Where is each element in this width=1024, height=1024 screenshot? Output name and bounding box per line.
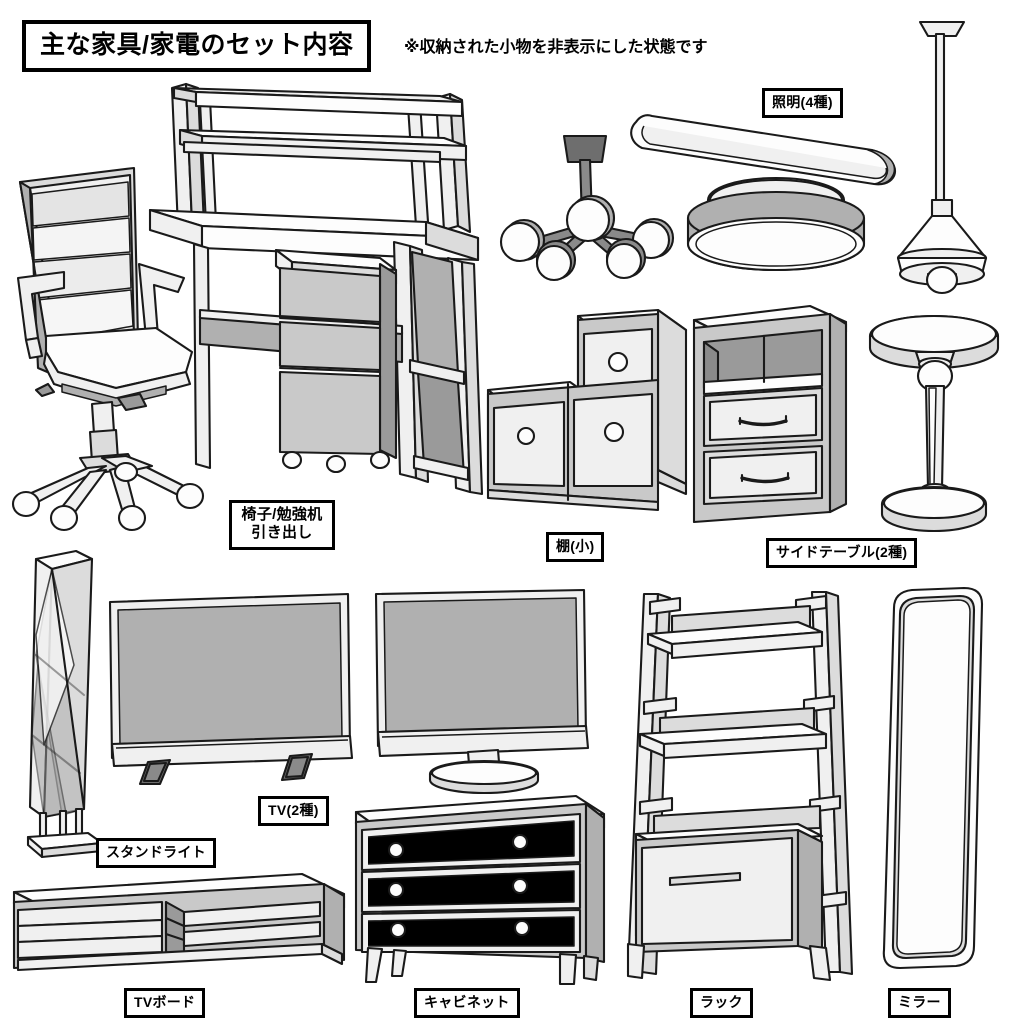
ball-chandelier-illustration <box>492 130 692 282</box>
label-tv-board: TVボード <box>124 988 206 1019</box>
study-desk-illustration <box>140 72 500 512</box>
tv-board-illustration <box>6 864 352 982</box>
label-tv: TV(2種) <box>258 796 329 827</box>
tv-large-illustration <box>104 592 364 787</box>
label-rack: ラック <box>690 988 753 1019</box>
floor-lamp-illustration <box>14 545 114 865</box>
office-chair-illustration <box>6 160 236 532</box>
mirror-illustration <box>868 586 1000 976</box>
label-mirror: ミラー <box>888 988 951 1019</box>
page-title: 主な家具/家電のセット内容 <box>22 20 372 72</box>
label-shelf-small: 棚(小) <box>546 532 605 563</box>
round-side-table-illustration <box>862 306 1012 536</box>
label-stand-light: スタンドライト <box>96 838 216 869</box>
cabinet-illustration <box>348 790 616 986</box>
cube-shelf-illustration <box>478 308 708 538</box>
tv-small-illustration <box>370 586 602 795</box>
label-side-table: サイドテーブル(2種) <box>766 538 918 569</box>
label-desk-chair: 椅子/勉強机 引き出し <box>229 500 335 550</box>
ceiling-light-illustration <box>676 170 876 280</box>
header-note: ※収納された小物を非表示にした状態です <box>404 39 708 56</box>
label-lighting: 照明(4種) <box>762 88 843 119</box>
ladder-rack-illustration <box>614 584 856 984</box>
label-cabinet: キャビネット <box>414 988 520 1019</box>
pendant-light-illustration <box>882 12 1002 295</box>
side-cabinet-illustration <box>686 300 856 530</box>
bar-light-illustration <box>624 100 904 190</box>
